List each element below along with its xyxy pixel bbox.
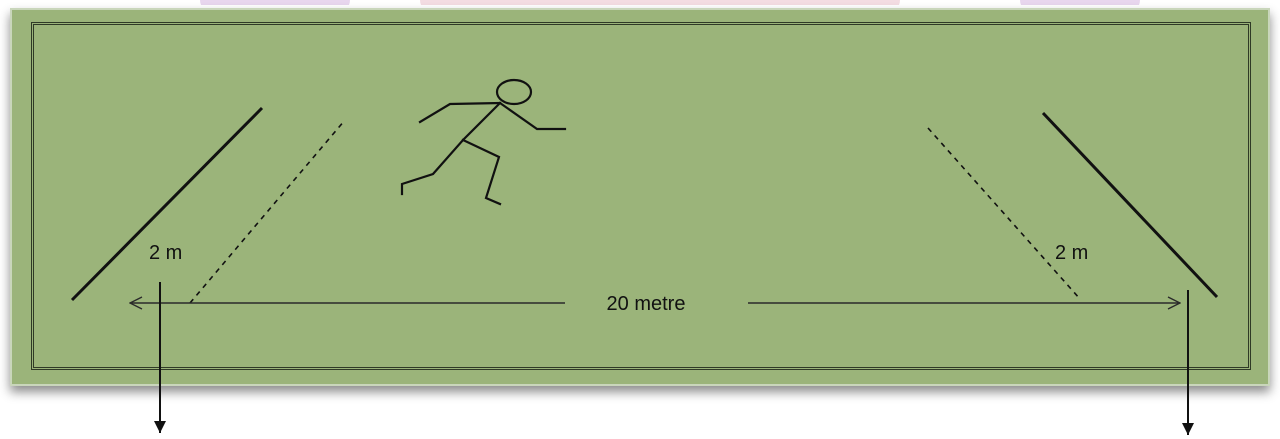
runner-icon bbox=[402, 80, 565, 204]
right-dashed-line bbox=[928, 128, 1080, 299]
right-zone-label: 2 m bbox=[1055, 242, 1088, 264]
left-zone-label: 2 m bbox=[149, 242, 182, 264]
left-dashed-line bbox=[190, 120, 345, 303]
right-end-line bbox=[1043, 113, 1217, 297]
distance-label: 20 metre bbox=[607, 293, 686, 315]
left-start-line bbox=[72, 108, 262, 300]
